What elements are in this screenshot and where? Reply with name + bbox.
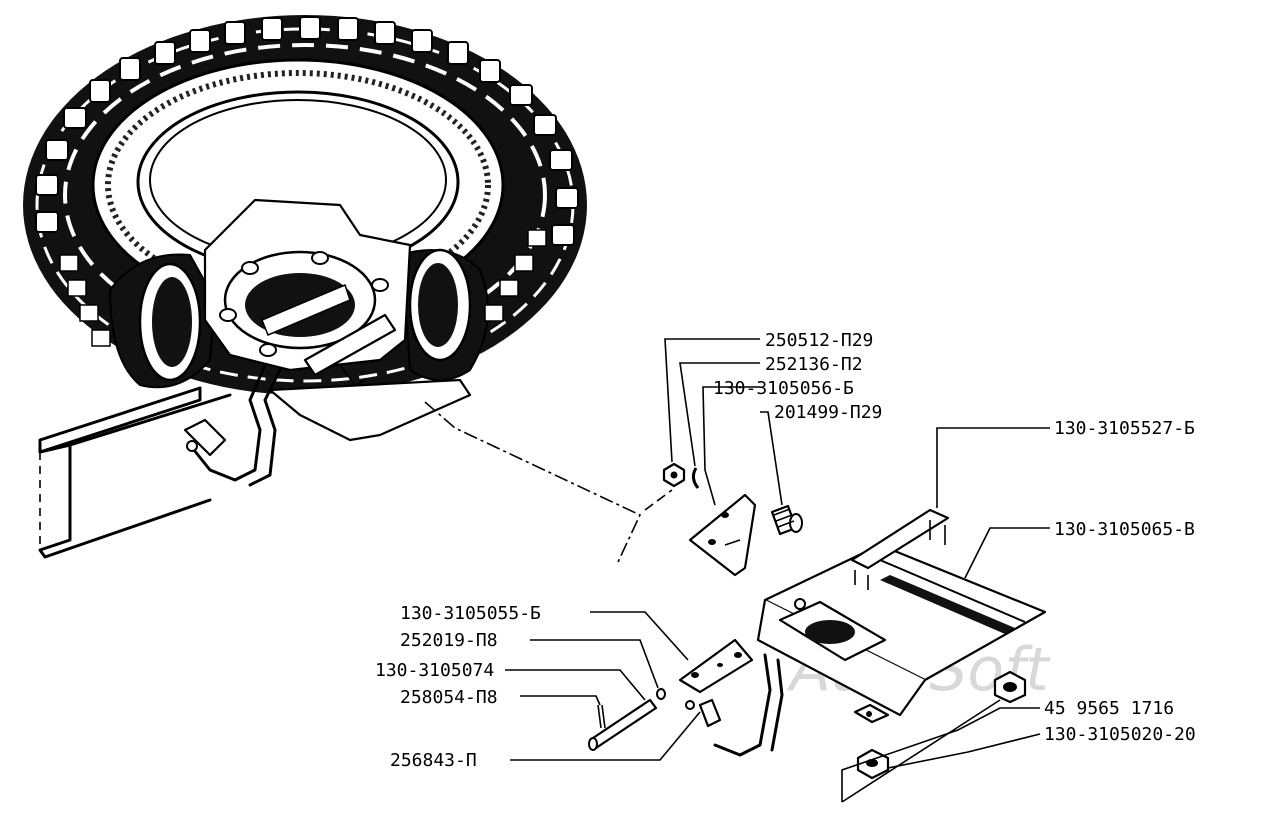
carrier-bracket-3105065 — [713, 543, 1047, 757]
label-130-3105527-b: 130-3105527-Б — [1054, 418, 1195, 439]
label-201499-p29: 201499-П29 — [774, 402, 882, 423]
assembly-line — [424, 401, 642, 563]
nut-3105020 — [856, 748, 890, 780]
label-130-3105074: 130-3105074 — [375, 660, 494, 681]
label-130-3105056-b: 130-3105056-Б — [713, 378, 854, 399]
installed-carrier — [183, 363, 472, 487]
label-130-3105055-b: 130-3105055-Б — [400, 603, 541, 624]
washer-252019 — [656, 688, 666, 700]
label-256843-p: 256843-П — [390, 750, 477, 771]
label-250512-p29: 250512-П29 — [765, 330, 873, 351]
cotter-258054 — [597, 704, 606, 729]
hinge-plate-3105055 — [678, 638, 754, 694]
label-252019-p8: 252019-П8 — [400, 630, 498, 651]
lock-washer-252136 — [691, 467, 700, 489]
nut-459565 — [993, 670, 1027, 704]
hold-down-clamp-3105527 — [850, 508, 950, 590]
nut-250512 — [662, 462, 686, 488]
pin-3105074 — [588, 698, 658, 751]
frame-rail — [38, 386, 232, 559]
label-45-9565-1716: 45 9565 1716 — [1044, 698, 1174, 719]
spare-tire — [23, 15, 587, 395]
grease-nipple-256843 — [685, 698, 722, 728]
bolt-201499 — [770, 504, 803, 536]
label-258054-p8: 258054-П8 — [400, 687, 498, 708]
bracket-3105056 — [688, 493, 757, 577]
label-130-3105065-v: 130-3105065-В — [1054, 519, 1195, 540]
label-252136-p2: 252136-П2 — [765, 354, 863, 375]
label-130-3105020-20: 130-3105020-20 — [1044, 724, 1196, 745]
leader-lines — [505, 338, 1050, 803]
